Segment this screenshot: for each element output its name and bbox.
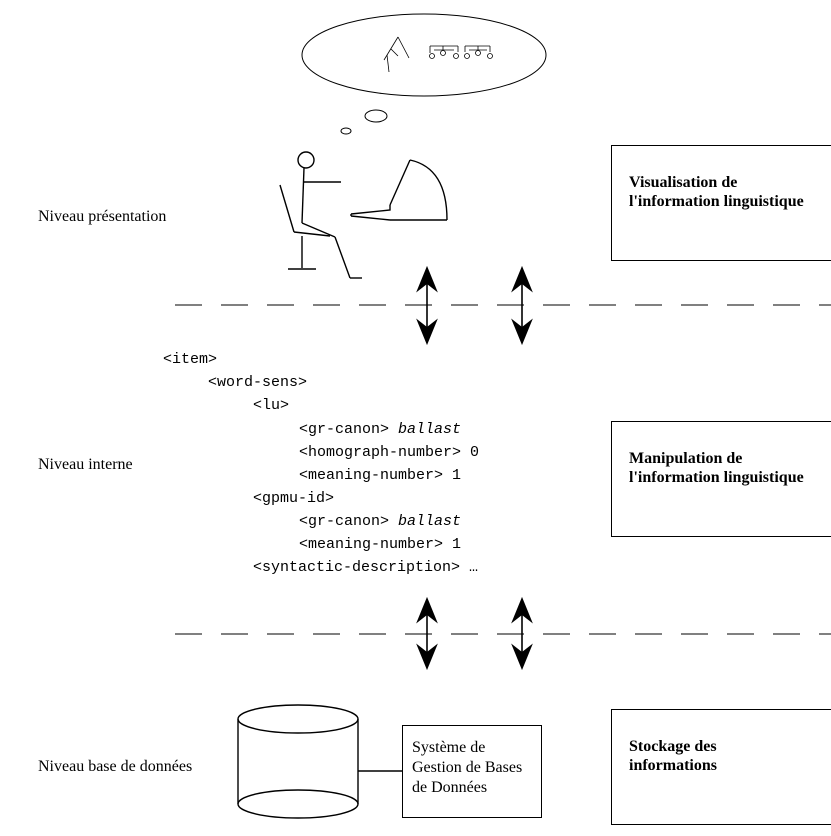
sgbd-text: Système de Gestion de Bases de Données <box>412 738 522 798</box>
code-word-sens: <word-sens> <box>208 374 308 391</box>
sgbd-line2: Gestion de Bases <box>412 759 523 776</box>
box-manipulation: Manipulation de l'information linguistiq… <box>611 421 831 537</box>
thought-bubble <box>301 13 547 97</box>
code-meaning-2: <meaning-number> 1 <box>299 536 462 553</box>
box-stockage: Stockage des informations <box>611 709 831 825</box>
double-arrows <box>416 265 533 671</box>
level-presentation-label: Niveau présentation <box>38 208 167 225</box>
thought-dot-large <box>364 109 388 123</box>
code-gr-canon: <gr-canon> ballast <box>299 421 461 438</box>
code-meaning: <meaning-number> 1 <box>299 467 462 484</box>
code-gr-canon-2: <gr-canon> ballast <box>299 513 461 530</box>
sgbd-box: Système de Gestion de Bases de Données <box>402 725 542 818</box>
code-gr-canon-tag-2: <gr-canon> <box>299 513 399 530</box>
database-icon <box>237 704 359 819</box>
box-stockage-line2: informations <box>629 757 717 774</box>
person-icon <box>279 151 362 279</box>
box-visualisation: Visualisation de l'information linguisti… <box>611 145 831 261</box>
code-gr-canon-value-2: ballast <box>398 513 462 530</box>
computer-icon <box>350 159 448 221</box>
box-manipulation-line1: Manipulation de <box>629 450 743 467</box>
code-gr-canon-tag: <gr-canon> <box>299 421 399 438</box>
box-stockage-title: Stockage des informations <box>629 737 717 775</box>
code-item: <item> <box>163 351 218 368</box>
code-gpmu: <gpmu-id> <box>253 490 335 507</box>
box-stockage-line1: Stockage des <box>629 738 717 755</box>
level-interne-label: Niveau interne <box>38 456 133 473</box>
box-visualisation-title: Visualisation de l'information linguisti… <box>629 173 804 211</box>
code-gr-canon-value: ballast <box>398 421 462 438</box>
tree-icon <box>383 36 410 73</box>
box-manipulation-line2: l'information linguistique <box>629 469 804 486</box>
code-lu: <lu> <box>253 397 290 414</box>
sgbd-line3: de Données <box>412 779 488 796</box>
network-icon <box>429 45 493 59</box>
box-visualisation-line1: Visualisation de <box>629 174 738 191</box>
code-syntactic: <syntactic-description> … <box>253 559 479 576</box>
level-base-label: Niveau base de données <box>38 758 193 775</box>
sgbd-line1: Système de <box>412 739 486 756</box>
thought-dot-small <box>340 127 352 135</box>
code-homograph: <homograph-number> 0 <box>299 444 480 461</box>
box-manipulation-title: Manipulation de l'information linguistiq… <box>629 449 804 487</box>
box-visualisation-line2: l'information linguistique <box>629 193 804 210</box>
